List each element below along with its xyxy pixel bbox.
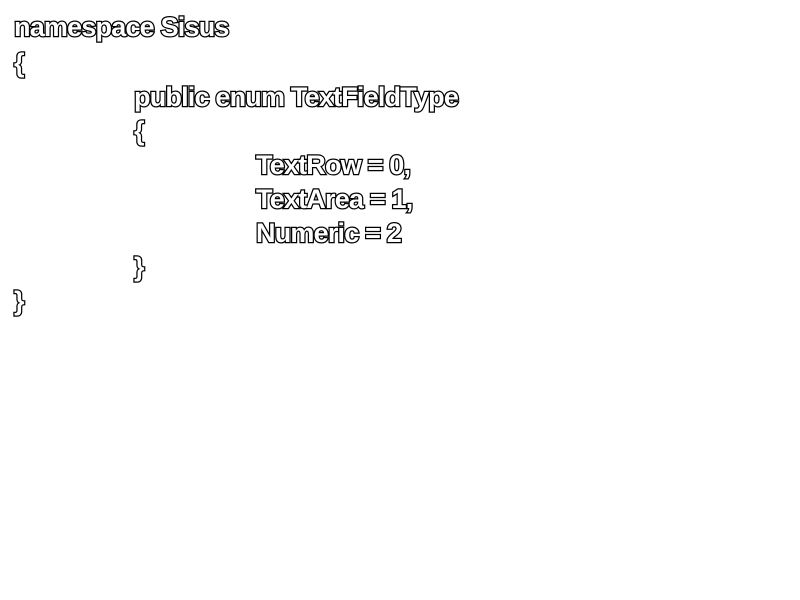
code-line-close-brace: }	[13, 285, 26, 318]
code-line-enum-declaration: public enum TextFieldType	[133, 81, 460, 114]
code-line-open-brace: {	[13, 47, 26, 80]
code-line-namespace: namespace Sisus	[13, 11, 231, 44]
code-line-enum-member-numeric: Numeric = 2	[255, 217, 403, 250]
code-line-enum-close-brace: }	[133, 251, 146, 284]
code-line-enum-member-textrow: TextRow = 0,	[255, 149, 413, 182]
code-block: namespace Sisus { public enum TextFieldT…	[13, 10, 784, 318]
code-line-enum-open-brace: {	[133, 115, 146, 148]
code-line-enum-member-textarea: TextArea = 1,	[255, 183, 415, 216]
